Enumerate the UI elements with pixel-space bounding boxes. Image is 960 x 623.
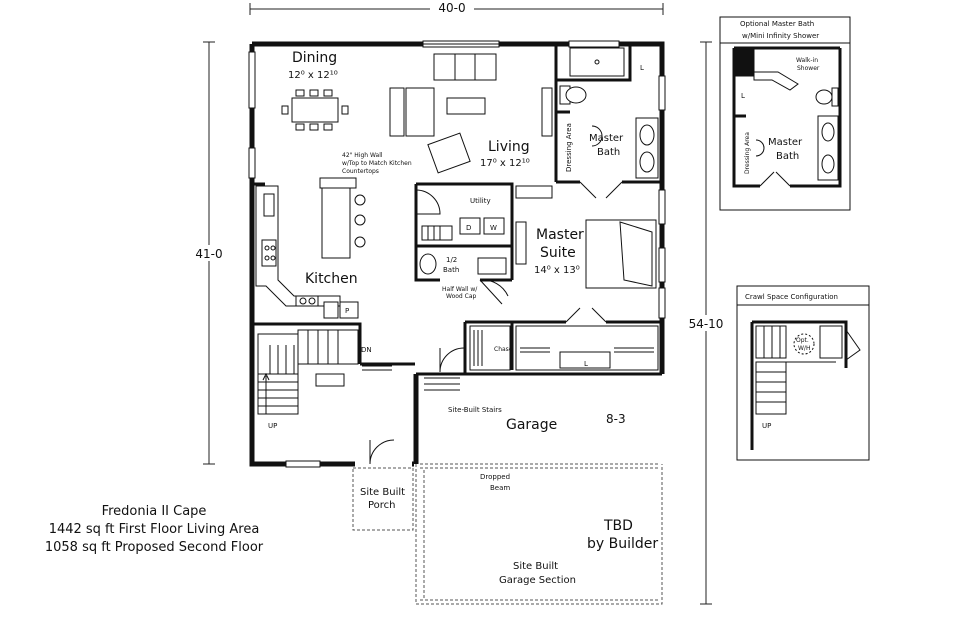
up-stairs-label: UP (268, 422, 277, 430)
porch-label-1: Site Built (360, 487, 405, 498)
walk-in-label-1: Walk-in (796, 57, 818, 64)
living-furniture (389, 53, 553, 174)
dimension-lines (203, 3, 712, 605)
stairs-up (257, 329, 460, 415)
utility-label: Utility (470, 197, 491, 205)
half-bath-label-1: 1/2 (446, 256, 457, 264)
dropped-beam-label-2: Beam (490, 484, 510, 492)
crawl-opt-label-2: W/H (798, 345, 810, 352)
down-stairs-label: DN (361, 346, 372, 354)
dining-label: Dining (292, 50, 337, 66)
garage-dimension: 8-3 (606, 412, 626, 426)
optional-linen-label: L (741, 92, 745, 100)
master-suite-label-2: Suite (540, 245, 576, 261)
tbd-label-2: by Builder (587, 536, 658, 552)
windows (248, 40, 666, 468)
living-label: Living (488, 139, 530, 155)
master-bath-label-2: Bath (597, 147, 620, 158)
garage-section-label-1: Site Built (513, 561, 558, 572)
crawl-title: Crawl Space Configuration (745, 293, 838, 301)
optional-bath-title-2: w/Mini Infinity Shower (742, 32, 819, 40)
site-built-stairs-label: Site-Built Stairs (448, 406, 502, 414)
kitchen-label: Kitchen (305, 271, 358, 287)
optional-bath-room-1: Master (768, 137, 803, 148)
dining-size: 12⁰ x 12¹⁰ (288, 70, 338, 81)
site-built-areas (352, 463, 663, 605)
half-bath-label-2: Bath (443, 266, 459, 274)
optional-master-bath-inset: Optional Master Bath w/Mini Infinity Sho… (719, 16, 851, 211)
half-wall-note-2: Wood Cap (446, 293, 477, 300)
dressing-area-label: Dressing Area (565, 123, 573, 172)
dropped-beam-label-1: Dropped (480, 473, 510, 481)
closet-detail (469, 307, 659, 371)
crawl-space-inset: Crawl Space Configuration Opt. W/H UP (736, 285, 870, 461)
living-size: 17⁰ x 12¹⁰ (480, 158, 530, 169)
utility-appliances (419, 185, 553, 275)
pantry-label: P (345, 307, 349, 315)
optional-dressing-label: Dressing Area (744, 132, 751, 174)
walk-in-label-2: Shower (797, 65, 820, 72)
info-first-floor: 1442 sq ft First Floor Living Area (49, 522, 260, 537)
right-height-dimension: 54-10 (689, 317, 724, 331)
tbd-label-1: TBD (603, 518, 633, 534)
doors (369, 181, 623, 465)
info-title: Fredonia II Cape (102, 504, 207, 519)
garage-label: Garage (506, 417, 557, 433)
washer-label: W (490, 224, 497, 232)
master-suite-size: 14⁰ x 13⁰ (534, 265, 580, 276)
half-wall-note-1: Half Wall w/ (442, 286, 478, 293)
porch-label-2: Porch (368, 500, 396, 511)
width-dimension: 40-0 (438, 1, 465, 15)
dining-table (281, 89, 349, 131)
optional-bath-title-1: Optional Master Bath (740, 20, 814, 28)
master-bed (585, 219, 657, 289)
crawl-opt-label-1: Opt. (796, 337, 809, 344)
info-second-floor: 1058 sq ft Proposed Second Floor (45, 540, 264, 555)
kitchen-counters (255, 177, 366, 319)
linen-label-bath: L (640, 64, 644, 72)
master-bath-fixtures (559, 47, 659, 179)
garage-section-label-2: Garage Section (499, 575, 576, 586)
dryer-label: D (466, 224, 471, 232)
crawl-up-label: UP (762, 422, 771, 430)
left-height-dimension: 41-0 (195, 247, 222, 261)
wall-note-1: 42" High Wall (342, 152, 383, 159)
master-bath-label-1: Master (589, 133, 624, 144)
master-suite-label-1: Master (536, 227, 584, 243)
optional-bath-room-2: Bath (776, 151, 799, 162)
chase-label: Chase (494, 346, 513, 353)
wall-note-3: Countertops (342, 168, 379, 175)
wall-note-2: w/Top to Match Kitchen (342, 160, 412, 167)
linen-label-closet: L (584, 360, 588, 368)
interior-walls (250, 44, 662, 464)
